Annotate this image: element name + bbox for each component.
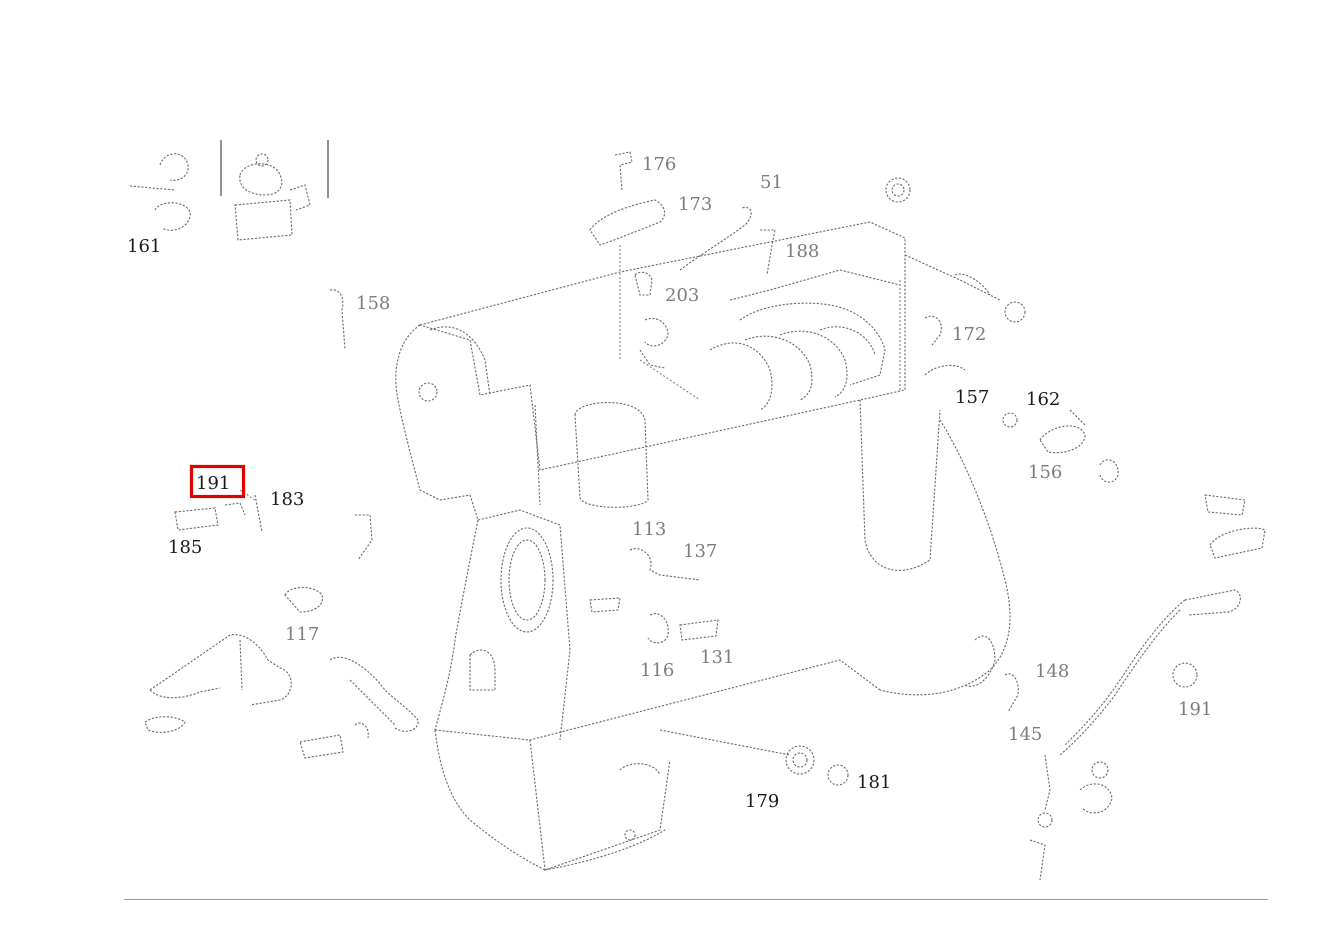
callout-145[interactable]: 145 (1008, 724, 1042, 745)
leader-lines (239, 245, 901, 501)
callout-162[interactable]: 162 (1026, 389, 1060, 410)
callout-148[interactable]: 148 (1035, 661, 1069, 682)
callout-113[interactable]: 113 (632, 519, 666, 540)
callout-181[interactable]: 181 (857, 772, 891, 793)
callout-156[interactable]: 156 (1028, 462, 1062, 483)
callout-116[interactable]: 116 (640, 660, 674, 681)
callout-185[interactable]: 185 (168, 537, 202, 558)
callout-157[interactable]: 157 (955, 387, 989, 408)
callout-51[interactable]: 51 (760, 172, 783, 193)
intake-manifold (709, 269, 901, 411)
small-parts (144, 151, 1266, 881)
callout-labels: 161 176 173 51 188 203 158 172 157 162 1… (127, 154, 1212, 812)
callout-173[interactable]: 173 (678, 194, 712, 215)
callout-172[interactable]: 172 (952, 324, 986, 345)
callout-179[interactable]: 179 (745, 791, 779, 812)
callout-188[interactable]: 188 (785, 241, 819, 262)
callout-176[interactable]: 176 (642, 154, 676, 175)
callout-191-secondary[interactable]: 191 (1178, 699, 1212, 720)
callout-137[interactable]: 137 (683, 541, 717, 562)
callout-131[interactable]: 131 (700, 647, 734, 668)
callout-117[interactable]: 117 (285, 624, 319, 645)
callout-203[interactable]: 203 (665, 285, 699, 306)
callout-158[interactable]: 158 (356, 293, 390, 314)
callout-183[interactable]: 183 (270, 489, 304, 510)
engine-block (395, 221, 1011, 871)
callout-161[interactable]: 161 (127, 236, 161, 257)
callout-highlight-box (189, 464, 246, 499)
inset-view (129, 140, 329, 241)
callout-191[interactable]: 191 (196, 473, 230, 494)
